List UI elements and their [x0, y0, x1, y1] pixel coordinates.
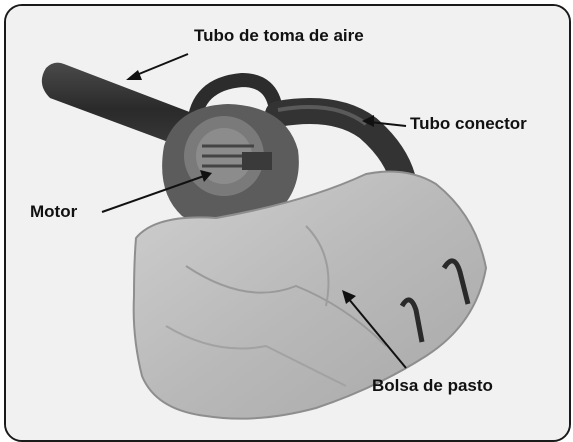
label-grass-bag: Bolsa de pasto [372, 376, 493, 395]
label-intake-tube: Tubo de toma de aire [194, 26, 364, 45]
arrow-connector-tube [362, 115, 407, 127]
handle-shape [187, 72, 283, 133]
connector-tube-shape [265, 98, 417, 197]
blower-vacuum-illustration [6, 6, 569, 440]
label-motor: Motor [30, 202, 78, 221]
arrow-motor [101, 170, 212, 213]
arrow-grass-bag [342, 290, 407, 369]
bag-straps-shape [399, 258, 471, 343]
diagram-frame: Tubo de toma de aire Tubo conector Motor… [4, 4, 571, 442]
arrow-intake-tube [126, 53, 189, 80]
label-connector-tube: Tubo conector [410, 114, 527, 133]
